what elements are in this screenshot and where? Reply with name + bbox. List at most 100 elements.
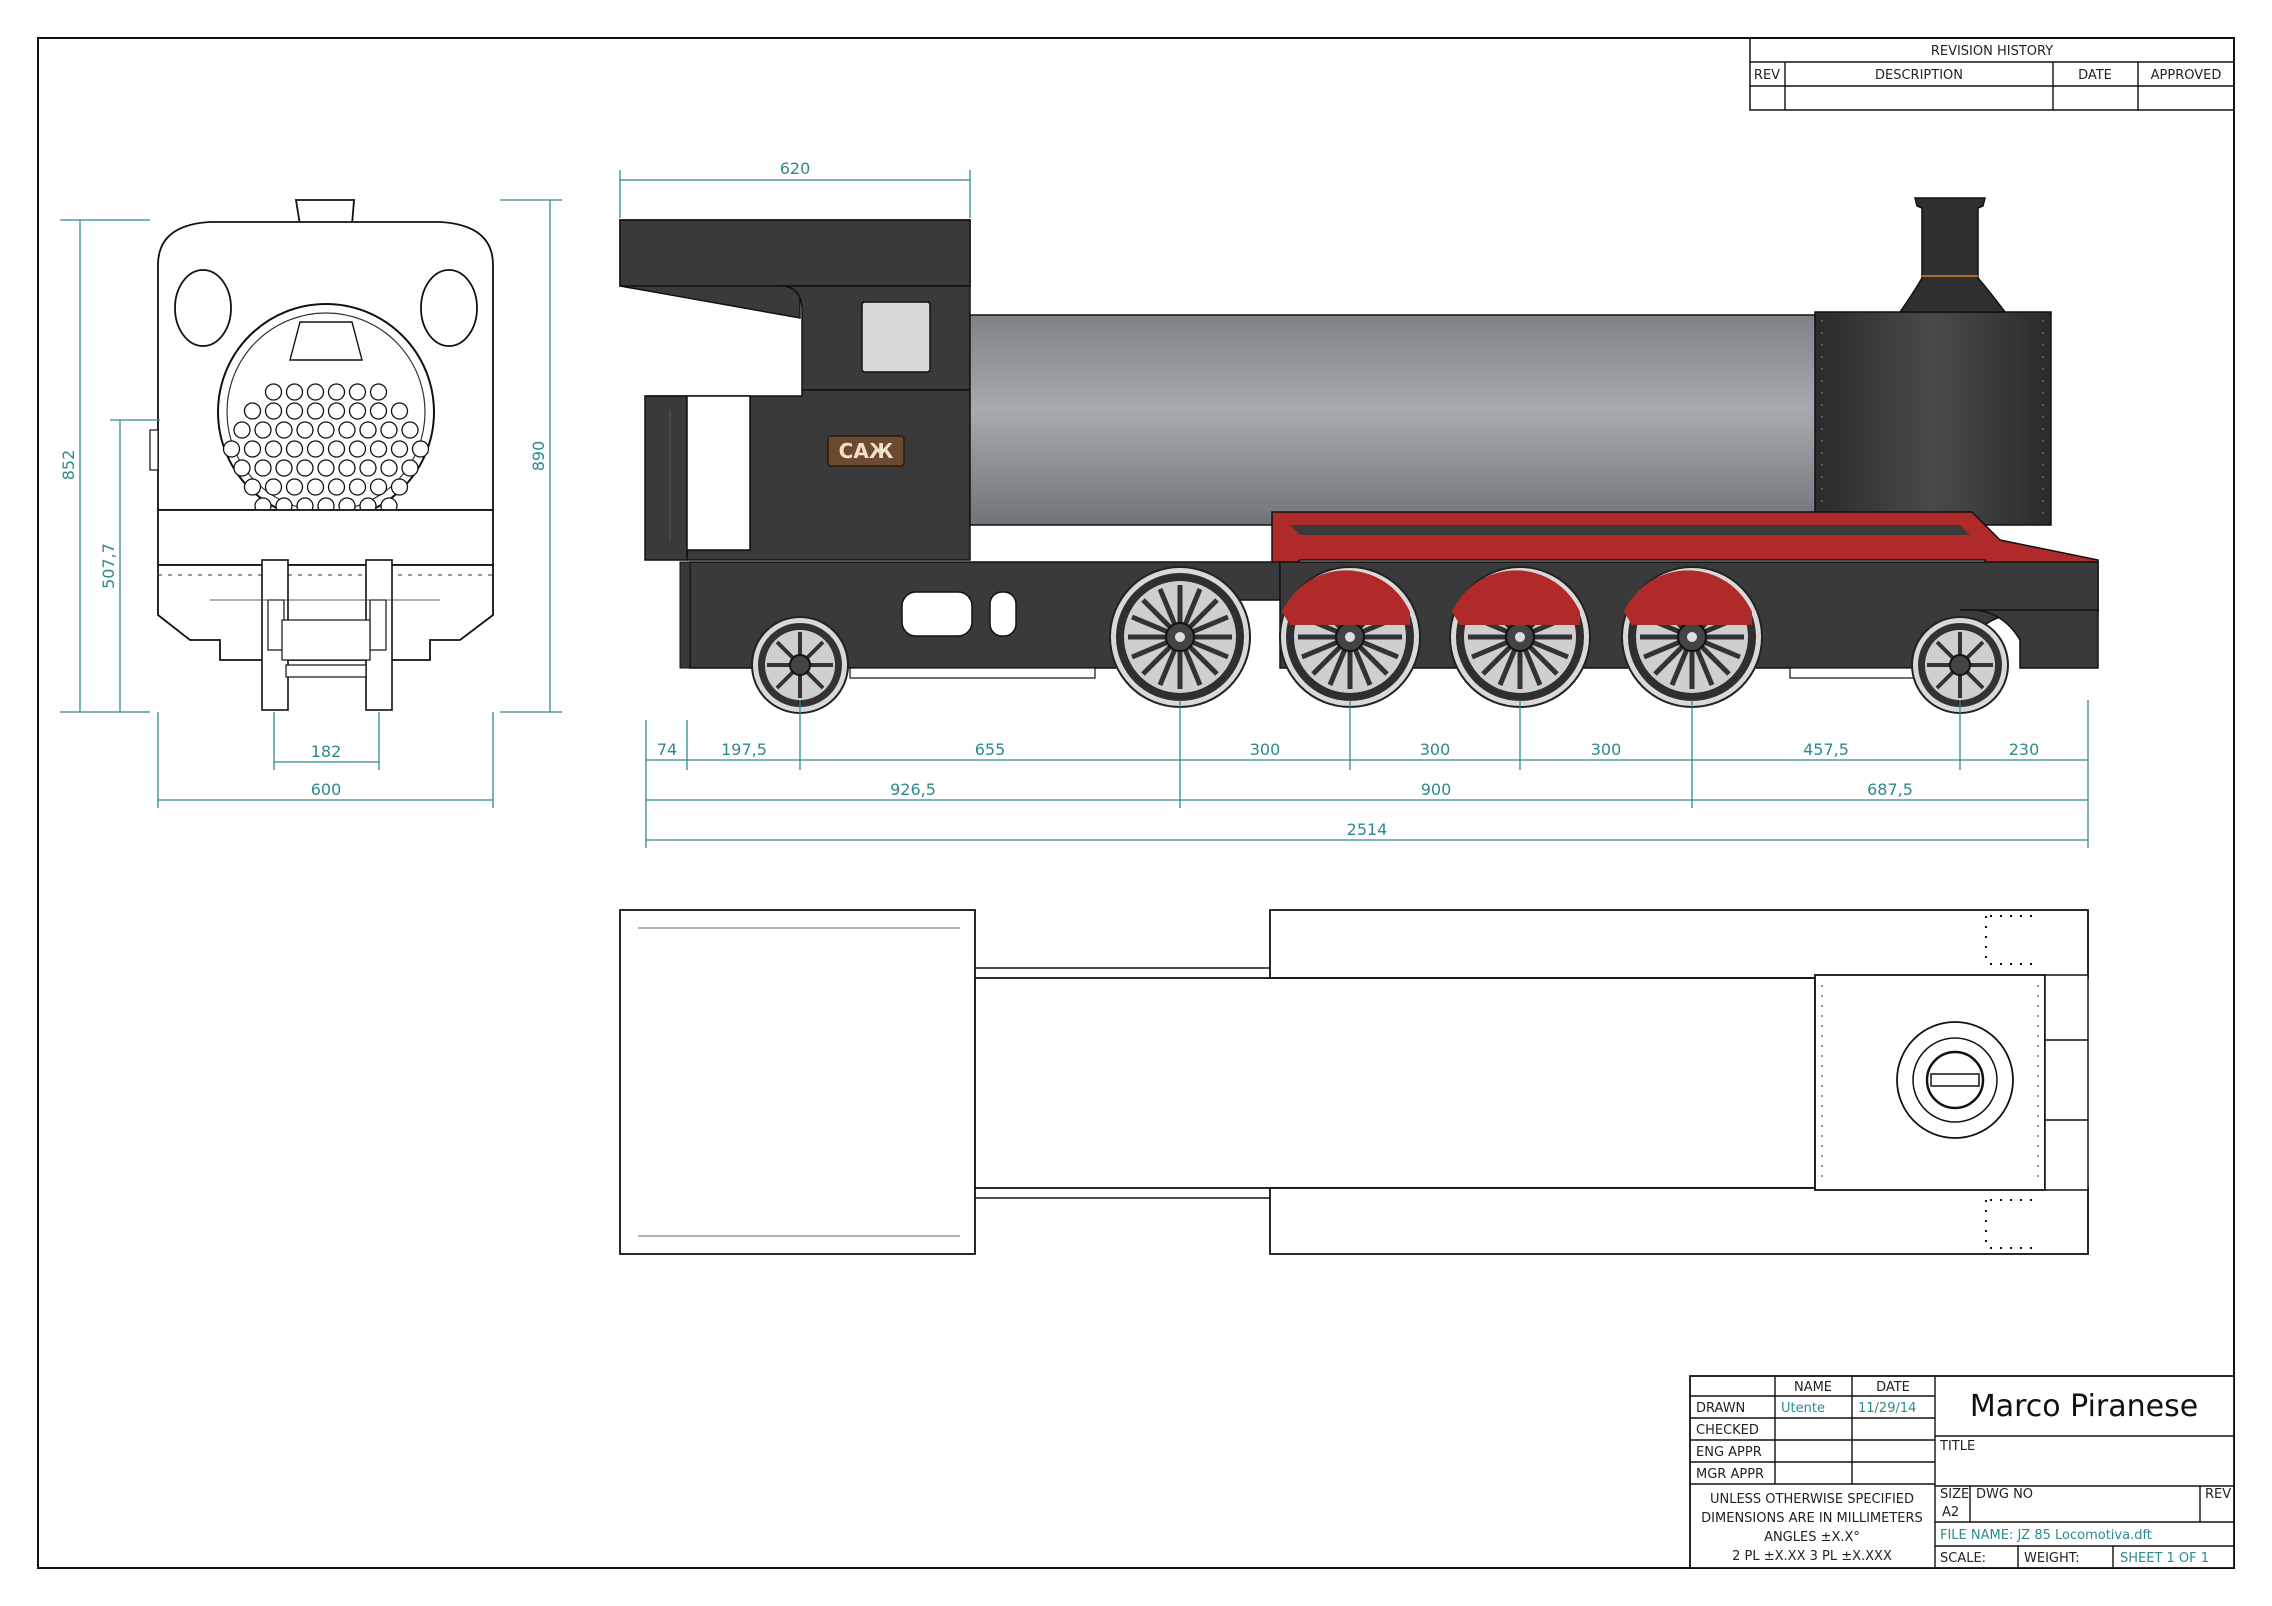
boiler-tube [359, 421, 377, 439]
boiler-tube [369, 440, 388, 458]
boiler-tube [243, 402, 262, 420]
boiler-tube [243, 440, 262, 458]
boiler-tube [306, 478, 325, 496]
title-block: NAME DATE DRAWN Utente 11/29/14 CHECKED … [1689, 1375, 2235, 1569]
cab-top [619, 909, 976, 1255]
boiler-tube [327, 402, 346, 420]
tb-row-label: ENG APPR [1696, 1445, 1762, 1460]
boiler-tube [338, 459, 356, 477]
dim-overall-height: 852 [59, 450, 78, 481]
tb-row-name: Utente [1781, 1401, 1825, 1416]
tb-row-date: 11/29/14 [1858, 1401, 1916, 1416]
tb-title-label: TITLE [1939, 1439, 1975, 1454]
boiler-tube [390, 402, 409, 420]
dim-300-c: 300 [1591, 740, 1622, 759]
dim-900: 900 [1421, 780, 1452, 799]
boiler-tube [348, 478, 367, 496]
description-header: DESCRIPTION [1875, 68, 1963, 83]
boiler-tube [380, 421, 398, 439]
dim-230: 230 [2009, 740, 2040, 759]
boiler-tube [254, 421, 272, 439]
tb-file-name: FILE NAME: JZ 85 Locomotiva.dft [1940, 1528, 2152, 1543]
boiler-tube [317, 421, 335, 439]
boiler-tube [327, 440, 346, 458]
chimney [1898, 197, 2007, 313]
boiler-tube [285, 402, 304, 420]
dim-cab-length: 620 [780, 159, 811, 178]
boiler-tube [327, 478, 346, 496]
boiler-tube [264, 478, 283, 496]
dim-row-1: 74 197,5 655 300 300 300 457,5 230 [645, 700, 2089, 770]
boiler-tube [222, 440, 241, 458]
dim-687-5: 687,5 [1867, 780, 1913, 799]
boiler-tube [327, 383, 346, 401]
boiler-tube [369, 402, 388, 420]
dim-total-length: 2514 [1347, 820, 1388, 839]
dim-axle-height: 507,7 [99, 543, 118, 589]
dim-width: 600 [311, 780, 342, 799]
tb-note-1: UNLESS OTHERWISE SPECIFIED [1710, 1492, 1914, 1507]
boiler-tube [296, 421, 314, 439]
tb-scale-label: SCALE: [1940, 1551, 1986, 1566]
tb-row-label: MGR APPR [1696, 1467, 1764, 1482]
front-view [149, 199, 494, 711]
company-name: Marco Piranese [1970, 1389, 2198, 1424]
date-header: DATE [2078, 68, 2112, 83]
side-view-dimensions: 620 74 197,5 655 300 300 300 457,5 230 [619, 159, 2089, 848]
boiler-tube [254, 459, 272, 477]
boiler-tube [401, 459, 419, 477]
boiler-tube [285, 383, 304, 401]
dim-row-2: 926,5 900 687,5 [645, 770, 2089, 808]
boiler-tube [359, 459, 377, 477]
boiler-tube [348, 383, 367, 401]
tb-rev-label: REV [2205, 1487, 2231, 1502]
tb-name-header: NAME [1794, 1380, 1832, 1395]
smokebox [1814, 311, 2052, 526]
boiler-tube [296, 459, 314, 477]
boiler-tube [401, 421, 419, 439]
boiler-tube [380, 459, 398, 477]
dim-926-5: 926,5 [890, 780, 936, 799]
boiler-tube [306, 383, 325, 401]
boiler-tube [390, 478, 409, 496]
boiler-tube [369, 383, 388, 401]
boiler-top [974, 977, 1816, 1189]
revision-history-table: REVISION HISTORY REV DESCRIPTION DATE AP… [1749, 37, 2235, 111]
dim-655: 655 [975, 740, 1006, 759]
tb-note-4: 2 PL ±X.XX 3 PL ±X.XXX [1732, 1549, 1892, 1564]
dim-300-b: 300 [1420, 740, 1451, 759]
driving-wheel-1 [1110, 567, 1250, 707]
boiler-tube [348, 440, 367, 458]
tb-row-label: CHECKED [1696, 1423, 1759, 1438]
tb-note-3: ANGLES ±X.X° [1764, 1530, 1860, 1545]
dim-457-5: 457,5 [1803, 740, 1849, 759]
dim-gauge: 182 [311, 742, 342, 761]
side-view: САЖ [619, 197, 2099, 715]
boiler-tube [285, 440, 304, 458]
boiler-tube [369, 478, 388, 496]
tb-row-label: DRAWN [1696, 1401, 1745, 1416]
boiler-tube [264, 383, 283, 401]
boiler-tube [306, 440, 325, 458]
boiler-tube [264, 402, 283, 420]
tb-size-value: A2 [1942, 1505, 1959, 1520]
approved-header: APPROVED [2151, 68, 2222, 83]
tb-weight-label: WEIGHT: [2024, 1551, 2080, 1566]
boiler-tube [285, 478, 304, 496]
dim-height-890: 890 [529, 441, 548, 472]
revision-title: REVISION HISTORY [1931, 44, 2053, 59]
boiler-tube [306, 402, 325, 420]
top-view [619, 909, 2089, 1255]
boiler-tube [348, 402, 367, 420]
dim-197-5: 197,5 [721, 740, 767, 759]
dim-74: 74 [657, 740, 677, 759]
boiler-tube [233, 459, 251, 477]
boiler-tube [264, 440, 283, 458]
boiler-tube [275, 459, 293, 477]
tb-sheet-label: SHEET 1 OF 1 [2120, 1551, 2209, 1566]
tb-size-label: SIZE [1940, 1487, 1969, 1502]
trailing-wheel [1910, 615, 2010, 715]
boiler-tube [243, 478, 262, 496]
tb-dwg-label: DWG NO [1976, 1487, 2033, 1502]
